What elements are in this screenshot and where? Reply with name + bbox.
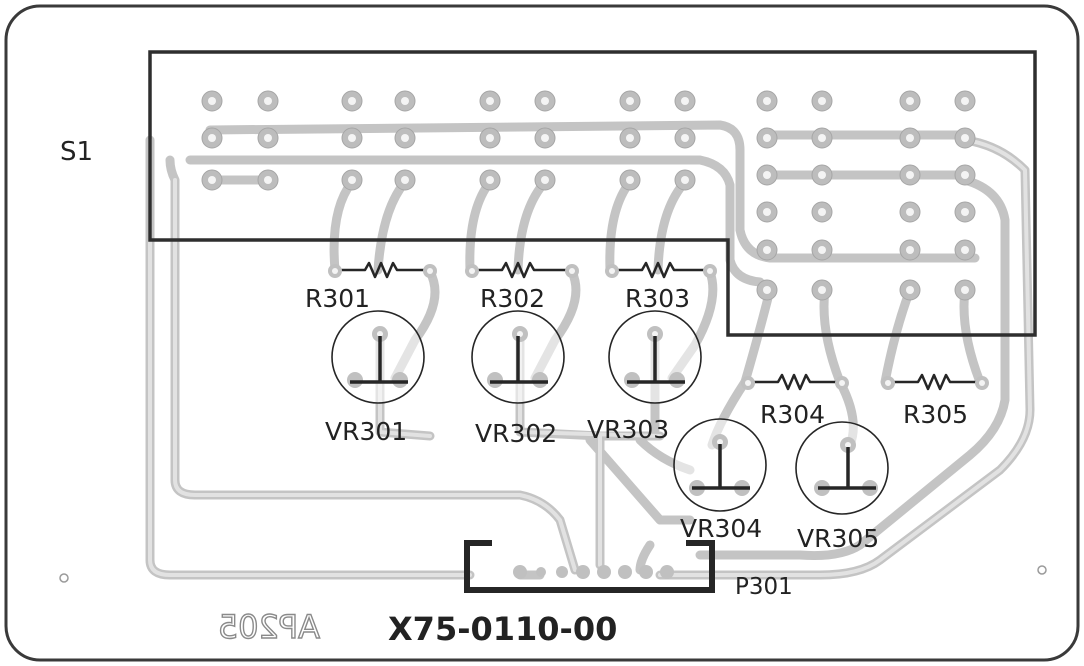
trimmer-vr303-symbol: [608, 310, 702, 404]
switch-pad-l0-5-hole: [541, 97, 549, 105]
switch-pad-l2-5-hole: [541, 176, 549, 184]
switch-pad-l0-0-hole: [208, 97, 216, 105]
switch-pad-l2-7-hole: [681, 176, 689, 184]
switch-pad-r3-0-hole: [763, 208, 771, 216]
label-r302: R302: [480, 284, 545, 313]
switch-pad-r4-1-hole: [818, 246, 826, 254]
switch-pad-r4-3-hole: [961, 246, 969, 254]
switch-pad-r2-3-hole: [961, 171, 969, 179]
switch-pad-r3-2-hole: [906, 208, 914, 216]
switch-pad-l1-0-hole: [208, 134, 216, 142]
switch-pad-r3-3-hole: [961, 208, 969, 216]
switch-pad-l0-2-hole: [348, 97, 356, 105]
resistor-r305-symbol: [888, 373, 982, 391]
label-switch-s1: S1: [60, 137, 93, 167]
switch-pad-r1-1-hole: [818, 134, 826, 142]
trimmer-vr304-symbol: [673, 418, 767, 512]
label-vr305: VR305: [797, 524, 879, 553]
trimmer-vr302-symbol: [471, 310, 565, 404]
silkscreen-labels: S1 R301 R302 R303 R304 R305 VR301 VR302 …: [60, 137, 968, 648]
label-r301: R301: [305, 284, 370, 313]
label-mirrored-board-text: AP205: [218, 608, 320, 646]
switch-pad-r1-2-hole: [906, 134, 914, 142]
trimmer-potentiometers: [331, 310, 889, 515]
resistor-r302-symbol: [472, 261, 572, 279]
switch-pad-r0-1-hole: [818, 97, 826, 105]
switch-pad-l0-6-hole: [626, 97, 634, 105]
switch-pad-r0-3-hole: [961, 97, 969, 105]
switch-pad-l0-4-hole: [486, 97, 494, 105]
switch-pad-r0-0-hole: [763, 97, 771, 105]
switch-pad-r5-1-hole: [818, 286, 826, 294]
label-vr302: VR302: [475, 419, 557, 448]
switch-pad-l1-7-hole: [681, 134, 689, 142]
switch-pad-l2-2-hole: [348, 176, 356, 184]
resistor-symbols: [335, 261, 982, 391]
mounting-hole-right: [1037, 565, 1047, 575]
label-connector-p301: P301: [735, 574, 793, 600]
resistor-r303-symbol: [612, 261, 710, 279]
resistor-pads: [328, 264, 989, 390]
switch-pad-l0-3-hole: [401, 97, 409, 105]
switch-pad-l1-4-hole: [486, 134, 494, 142]
mounting-hole-left: [59, 573, 69, 583]
trimmer-vr305-symbol: [795, 421, 889, 515]
switch-pad-r1-0-hole: [763, 134, 771, 142]
switch-pad-r3-1-hole: [818, 208, 826, 216]
label-vr303: VR303: [587, 415, 669, 444]
switch-pad-l2-6-hole: [626, 176, 634, 184]
switch-pad-l1-2-hole: [348, 134, 356, 142]
switch-pad-r2-1-hole: [818, 171, 826, 179]
switch-pad-l1-5-hole: [541, 134, 549, 142]
switch-pad-r2-2-hole: [906, 171, 914, 179]
resistor-r304-symbol: [748, 373, 842, 391]
switch-pad-l0-7-hole: [681, 97, 689, 105]
label-r305: R305: [903, 400, 968, 429]
switch-pad-r5-0-hole: [763, 286, 771, 294]
switch-pad-l0-1-hole: [264, 97, 272, 105]
switch-s1-pads: [201, 90, 976, 301]
switch-pad-l1-3-hole: [401, 134, 409, 142]
switch-pad-l2-4-hole: [486, 176, 494, 184]
label-board-part-number: X75-0110-00: [388, 610, 617, 648]
switch-pad-r5-3-hole: [961, 286, 969, 294]
resistor-r301-symbol: [335, 261, 430, 279]
switch-pad-l1-6-hole: [626, 134, 634, 142]
switch-pad-r4-0-hole: [763, 246, 771, 254]
switch-pad-r0-2-hole: [906, 97, 914, 105]
trimmer-vr301-symbol: [331, 310, 425, 404]
switch-pad-r2-0-hole: [763, 171, 771, 179]
label-vr304: VR304: [680, 514, 762, 543]
switch-pad-r1-3-hole: [961, 134, 969, 142]
switch-pad-r4-2-hole: [906, 246, 914, 254]
switch-pad-l2-0-hole: [208, 176, 216, 184]
switch-s1-outline: [148, 50, 1037, 337]
switch-pad-r5-2-hole: [906, 286, 914, 294]
switch-pad-l2-3-hole: [401, 176, 409, 184]
connector-p301: [464, 540, 715, 593]
switch-pad-l2-1-hole: [264, 176, 272, 184]
label-vr301: VR301: [325, 417, 407, 446]
label-r303: R303: [625, 284, 690, 313]
label-r304: R304: [760, 400, 825, 429]
switch-pad-l1-1-hole: [264, 134, 272, 142]
